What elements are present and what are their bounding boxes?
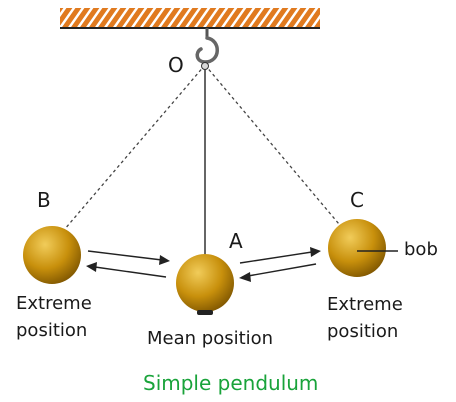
point-b-label: B	[37, 188, 51, 212]
bob-right	[328, 219, 386, 277]
pivot-label: O	[168, 53, 184, 77]
point-a-label: A	[229, 229, 243, 253]
left-extreme-label-line2: position	[16, 320, 88, 341]
right-extreme-label-line1: Extreme	[327, 294, 403, 315]
right-extreme-label-line2: position	[327, 321, 399, 342]
mean-position-label: Mean position	[147, 328, 274, 349]
bob-center	[176, 254, 234, 312]
string-left-dashed	[63, 64, 206, 231]
point-c-label: C	[350, 188, 364, 212]
string-right-dashed	[204, 64, 345, 231]
arrow-left-to-center	[87, 250, 170, 265]
arrow-center-to-right	[239, 247, 321, 264]
pivot-point	[201, 62, 209, 70]
left-extreme-label-line1: Extreme	[16, 293, 92, 314]
ceiling-support	[60, 8, 320, 28]
diagram-caption: Simple pendulum	[143, 371, 319, 395]
arrow-right-to-center	[239, 263, 317, 282]
bob-left	[23, 226, 81, 284]
arrow-center-to-left	[86, 262, 167, 278]
hook-icon	[195, 28, 219, 64]
bob-center-base	[197, 310, 213, 315]
bob-label: bob	[404, 239, 438, 260]
